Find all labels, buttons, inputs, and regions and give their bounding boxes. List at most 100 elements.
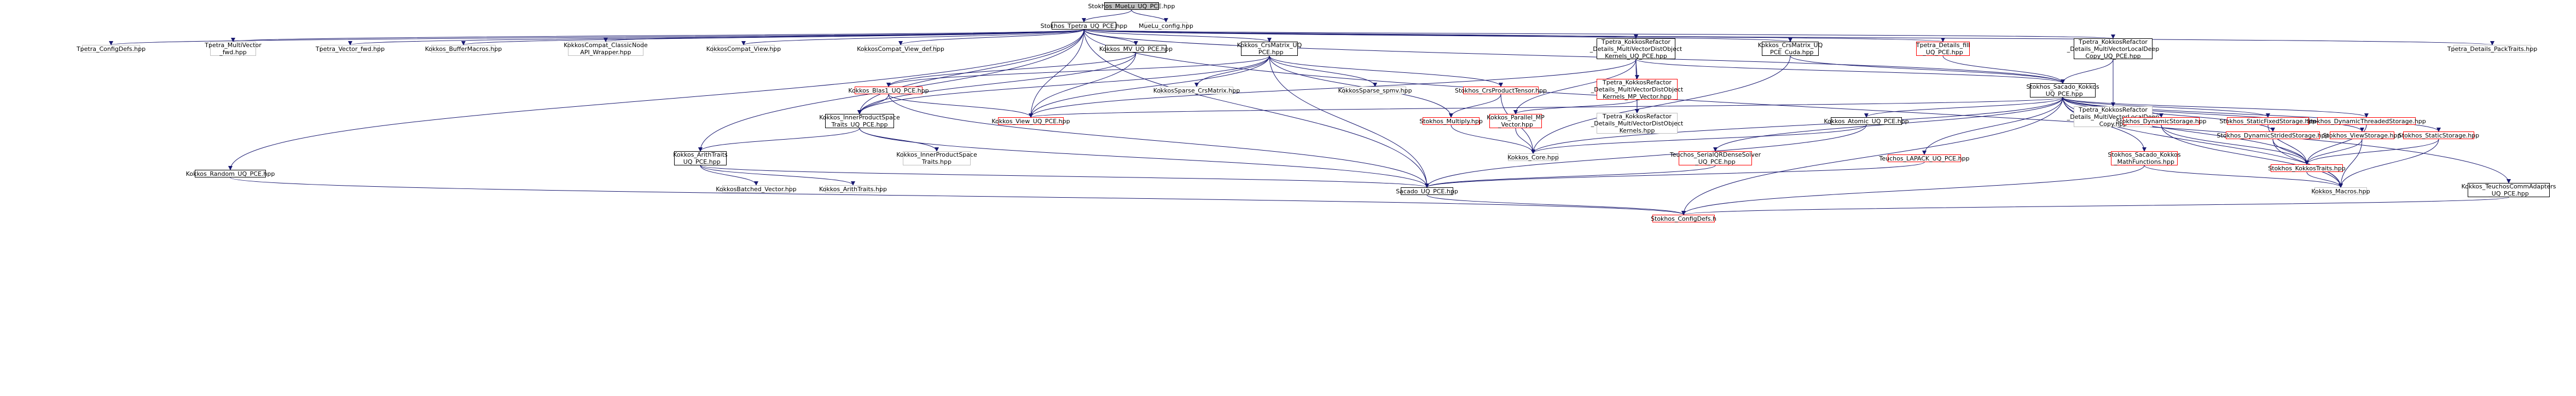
graph-node-tpetra-multivector-fwd: Tpetra_MultiVector _fwd.hpp [205,42,262,56]
graph-node-kokkossparse-spmv: KokkosSparse_spmv.hpp [1338,87,1412,94]
edge-kokkos-crsmatrix-uq-to-kokkos-view-uq [1029,55,1270,118]
edge-tpetra-uq-to-kokkoscompat-classic [604,29,1084,42]
edge-tpetra-uq-to-kokkos-crsmatrix-uq [1083,29,1272,42]
graph-node-tpetra-vector-fwd: Tpetra_Vector_fwd.hpp [315,45,385,53]
graph-node-stokhos-configdefs[interactable]: Stokhos_ConfigDefs.h [1651,215,1716,222]
edge-tpetra-uq-to-kokkos-buffer-macros [461,29,1084,45]
graph-node-teuchos-serialqr[interactable]: Teuchos_SerialQRDenseSolver _UQ_PCE.hpp [1669,151,1761,165]
edge-kokkos-mv-uq-to-kokkos-innerproduct-uq [857,52,1136,114]
edge-kokkos-atomic-uq-to-kokkos-core [1531,124,1867,154]
edge-stokhos-sacado-kokkos-uq-to-stokhos-dynamicstridedstorage [2062,97,2275,132]
graph-node-kokkos-view-uq[interactable]: Kokkos_View_UQ_PCE.hpp [991,117,1070,125]
edge-tpetra-uq-to-kokkos-mv-uq [1083,29,1138,45]
graph-node-stokhos-dynamicthreadedstorage[interactable]: Stokhos_DynamicThreadedStorage.hpp [2307,117,2426,125]
edge-kokkos-teuchoscomm-to-stokhos-configdefs [1681,197,2509,215]
edge-tpetra-kr-localdeepcopy-to-stokhos-sacado-kokkos-uq [2061,59,2114,84]
edge-focus-to-tpetra-uq [1082,9,1132,22]
graph-node-muelu-config: MueLu_config.hpp [1139,22,1193,30]
graph-node-stokhos-kokkostraits[interactable]: Stokhos_KokkosTraits.hpp [2268,164,2346,172]
edge-kokkos-crsmatrix-uq-to-stokhos-crsproducttensor [1269,55,1503,87]
edge-kokkos-crsmatrix-uq-to-kokkossparse-crsmatrix [1194,55,1270,87]
edge-tpetra-uq-to-kokkos-innerproduct-uq [857,29,1084,114]
edge-tpetra-uq-to-kokkoscompat-view [741,29,1084,45]
edge-stokhos-crsproducttensor-to-stokhos-multiply [1449,94,1501,118]
graph-node-tpetra-kr-mp-vector[interactable]: Tpetra_KokkosRefactor _Details_MultiVect… [1591,78,1684,100]
edge-stokhos-dynamicstridedstorage-to-stokhos-kokkostraits [2272,139,2309,165]
graph-node-stokhos-multiply[interactable]: Stokhos_Multiply.hpp [1419,117,1483,125]
edge-kokkos-mv-uq-to-kokkos-view-uq [1029,52,1136,118]
graph-node-stokhos-sacado-kokkos-uq[interactable]: Stokhos_Sacado_Kokkos _UQ_PCE.hpp [2026,83,2099,97]
graph-node-tpetra-configdefs: Tpetra_ConfigDefs.hpp [76,45,146,53]
graph-node-focus[interactable]: Stokhos_MueLu_UQ_PCE.hpp [1088,2,1175,10]
edge-stokhos-sacado-kokkos-uq-to-stokhos-dynamicthreadedstorage [2062,97,2369,118]
edge-tpetra-uq-to-tpetra-kr-localdeepcopy [1083,29,2115,39]
edge-tpetra-kr-multivector-to-kokkos-parallel-mp [1513,59,1637,114]
edge-stokhos-sacado-mathfunctions-to-kokkos-macros [2144,165,2343,188]
graph-node-tpetra-details-fill[interactable]: Tpetra_Details_fill _UQ_PCE.hpp [1916,42,1970,56]
graph-node-kokkos-crsmatrix-cuda[interactable]: Kokkos_CrsMatrix_UQ _PCE_Cuda.hpp [1757,42,1823,56]
graph-node-kokkos-random-uq[interactable]: Kokkos_Random_UQ_PCE.hpp [185,170,275,177]
graph-node-kokkos-innerproduct-traits: Kokkos_InnerProductSpace Traits.hpp [896,151,977,165]
edge-kokkos-crsmatrix-cuda-to-stokhos-sacado-kokkos-uq [1790,55,2065,84]
edge-stokhos-dynamicthreadedstorage-to-stokhos-kokkostraits [2305,124,2367,165]
graph-node-kokkos-mv-uq[interactable]: Kokkos_MV_UQ_PCE.hpp [1099,45,1173,53]
graph-node-kokkos-atomic-uq[interactable]: Kokkos_Atomic_UQ_PCE.hpp [1824,117,1909,125]
edge-tpetra-uq-to-kokkos-random-uq [228,29,1084,170]
edge-kokkos-crsmatrix-uq-to-sacado-uq-pce [1269,55,1429,188]
edge-stokhos-dynamicstorage-to-stokhos-kokkostraits [2161,124,2309,165]
edge-kokkos-random-uq-to-stokhos-configdefs [230,177,1686,215]
graph-node-kokkosbatched-vector: KokkosBatched_Vector.hpp [716,185,797,193]
graph-node-teuchos-lapack[interactable]: Teuchos_LAPACK_UQ_PCE.hpp [1879,154,1970,162]
edge-teuchos-lapack-to-sacado-uq-pce [1425,162,1925,188]
edge-stokhos-staticfixedstorage-to-stokhos-kokkostraits [2267,124,2309,165]
edge-kokkos-blas1-uq-to-sacado-uq-pce [888,94,1429,188]
graph-node-tpetra-details-packtraits: Tpetra_Details_PackTraits.hpp [2447,45,2538,53]
graph-node-stokhos-staticstorage[interactable]: Stokhos_StaticStorage.hpp [2398,131,2480,139]
edge-stokhos-staticstorage-to-kokkos-macros [2339,139,2439,188]
graph-node-kokkos-blas1-uq[interactable]: Kokkos_Blas1_UQ_PCE.hpp [848,87,929,94]
edge-tpetra-uq-to-stokhos-sacado-kokkos-uq [1083,29,2065,84]
edge-stokhos-kokkostraits-to-kokkos-macros [2306,171,2343,188]
graph-node-kokkos-arithtraits-uq[interactable]: Kokkos_ArithTraits _UQ_PCE.hpp [673,151,728,165]
edge-stokhos-staticstorage-to-stokhos-kokkostraits [2305,139,2439,165]
edge-stokhos-sacado-mathfunctions-to-stokhos-configdefs [1681,165,2145,215]
edge-kokkos-innerproduct-uq-to-sacado-uq-pce [859,128,1429,188]
graph-node-tpetra-kr-localdeepcopy[interactable]: Tpetra_KokkosRefactor _Details_MultiVect… [2067,38,2160,60]
edge-stokhos-viewstorage-to-kokkos-macros [2339,139,2363,188]
edge-stokhos-sacado-kokkos-uq-to-teuchos-lapack [1922,97,2063,155]
graph-node-stokhos-viewstorage[interactable]: Stokhos_ViewStorage.hpp [2323,131,2401,139]
edge-teuchos-serialqr-to-sacado-uq-pce [1425,165,1716,188]
edge-kokkos-arithtraits-uq-to-kokkos-arithtraits [700,165,855,186]
edge-stokhos-multiply-to-kokkos-core [1451,124,1535,154]
edge-kokkos-crsmatrix-cuda-to-kokkos-core [1531,55,1791,154]
graph-node-stokhos-dynamicstorage[interactable]: Stokhos_DynamicStorage.hpp [2116,117,2207,125]
graph-node-kokkoscompat-classic: KokkosCompat_ClassicNode API_Wrapper.hpp [564,42,648,56]
graph-node-stokhos-dynamicstridedstorage[interactable]: Stokhos_DynamicStridedStorage.hpp [2217,131,2329,139]
graph-node-sacado-uq-pce[interactable]: Sacado_UQ_PCE.hpp [1396,187,1458,195]
graph-node-kokkos-macros: Kokkos_Macros.hpp [2311,187,2370,195]
graph-node-kokkoscompat-view-def: KokkosCompat_View_def.hpp [857,45,944,53]
edge-kokkos-innerproduct-uq-to-kokkos-innerproduct-traits [859,128,939,152]
edge-stokhos-sacado-kokkos-uq-to-stokhos-configdefs [1681,97,2063,215]
edge-kokkos-blas1-uq-to-kokkos-innerproduct-uq [857,94,889,114]
graph-node-kokkos-parallel-mp[interactable]: Kokkos_Parallel_MP _Vector.hpp [1487,114,1545,128]
graph-node-kokkos-crsmatrix-uq[interactable]: Kokkos_CrsMatrix_UQ _PCE.hpp [1237,42,1302,56]
graph-node-stokhos-staticfixedstorage[interactable]: Stokhos_StaticFixedStorage.hpp [2219,117,2317,125]
graph-node-kokkos-innerproduct-uq[interactable]: Kokkos_InnerProductSpace Traits_UQ_PCE.h… [819,114,900,128]
graph-node-kokkos-arithtraits: Kokkos_ArithTraits.hpp [819,185,887,193]
edge-stokhos-sacado-kokkos-uq-to-stokhos-staticfixedstorage [2062,97,2270,118]
edge-stokhos-sacado-kokkos-uq-to-kokkos-atomic-uq [1864,97,2063,118]
graph-node-kokkos-teuchoscomm[interactable]: Kokkos_TeuchosCommAdapters _UQ_PCE.hpp [2461,183,2556,197]
edge-kokkos-arithtraits-uq-to-kokkosbatched-vector [700,165,758,186]
edge-stokhos-dynamicstorage-to-kokkos-macros [2161,124,2343,188]
graph-node-tpetra-kr-multivector[interactable]: Tpetra_KokkosRefactor _Details_MultiVect… [1589,38,1682,60]
dependency-edges [109,9,2511,215]
graph-node-kokkos-buffer-macros: Kokkos_BufferMacros.hpp [425,45,502,53]
graph-node-tpetra-uq[interactable]: Stokhos_Tpetra_UQ_PCE.hpp [1040,22,1128,30]
graph-node-stokhos-crsproducttensor[interactable]: Stokhos_CrsProductTensor.hpp [1454,87,1547,94]
edge-stokhos-sacado-kokkos-uq-to-kokkos-core [1531,97,2063,154]
edge-kokkos-crsmatrix-uq-to-kokkossparse-spmv [1269,55,1377,87]
edge-kokkos-innerproduct-uq-to-kokkos-arithtraits-uq [698,128,860,152]
graph-node-stokhos-sacado-mathfunctions[interactable]: Stokhos_Sacado_Kokkos _MathFunctions.hpp [2108,151,2181,165]
